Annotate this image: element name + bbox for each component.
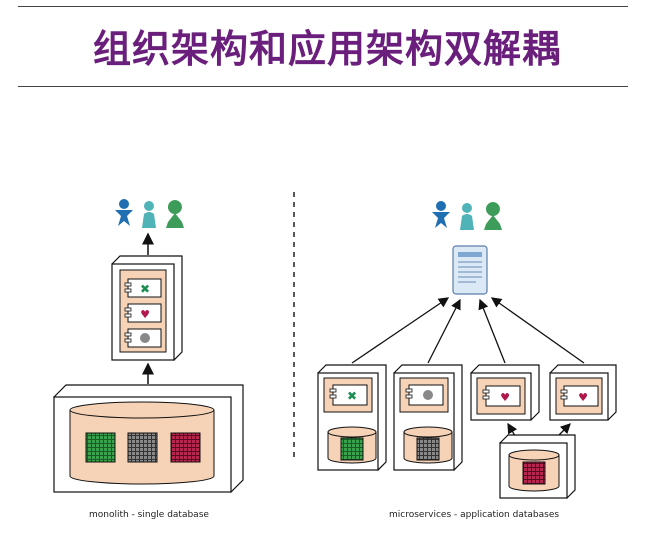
top-rule (18, 6, 628, 7)
service-box-cross: ✖ (317, 364, 387, 471)
service1-arrow (351, 297, 450, 364)
document-ui-icon (452, 245, 488, 295)
monolith-caption: monolith - single database (89, 510, 209, 520)
service4-arrow (490, 297, 585, 364)
microservices-caption: microservices - application databases (389, 510, 560, 520)
table-grid-red (522, 461, 546, 485)
monolith-database-box (53, 384, 244, 493)
service-box-heart-b: ♥ (549, 364, 617, 421)
table-grid-green (340, 437, 364, 461)
user-green-icon (166, 200, 184, 228)
monolith-server: ✖ ♥ (111, 255, 183, 361)
microservices-users (432, 201, 502, 230)
table-grid-gray (416, 437, 440, 461)
service3-arrow (478, 298, 506, 364)
module-cross-icon: ✖ (140, 282, 150, 296)
monolith-users (115, 199, 184, 228)
module-head-icon (140, 333, 150, 343)
user-teal-icon (142, 201, 156, 228)
service2-arrow (427, 298, 461, 364)
user-blue-icon (115, 199, 133, 226)
module-head-icon (423, 390, 433, 400)
user-green-icon (484, 202, 502, 230)
module-heart-icon: ♥ (578, 391, 588, 404)
module-heart-icon: ♥ (140, 308, 150, 321)
user-teal-icon (460, 203, 474, 230)
user-blue-icon (432, 201, 450, 228)
table-grid-green (85, 432, 116, 463)
module-heart-icon: ♥ (500, 391, 510, 404)
service-box-heart-a: ♥ (470, 364, 540, 421)
title-underline (18, 86, 628, 87)
table-grid-gray (127, 432, 158, 463)
page-title: 组织架构和应用架构双解耦 (92, 27, 561, 71)
module-cross-icon: ✖ (347, 389, 357, 403)
service-box-head (393, 364, 463, 471)
shared-database-box (499, 434, 576, 499)
table-grid-red (170, 432, 201, 463)
